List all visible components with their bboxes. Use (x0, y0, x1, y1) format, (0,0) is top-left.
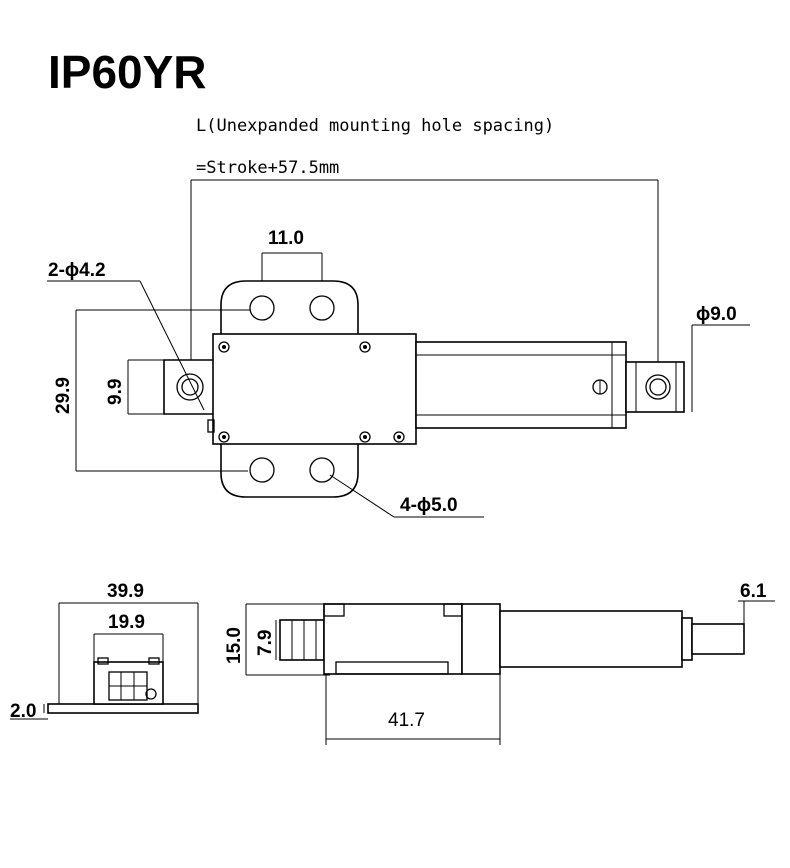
motor-housing (212, 333, 417, 445)
lower-bracket-hole-left (249, 457, 275, 483)
housing-notch (207, 419, 215, 433)
side-rear-tab-label: 7.9 (255, 630, 276, 656)
rod-end-outer-ring (645, 374, 671, 400)
rod-end-hole (649, 378, 667, 396)
lower-bracket-hole-right (309, 457, 335, 483)
rear-tab-outer-ring (176, 373, 204, 401)
side-motor-housing (323, 603, 463, 675)
end-base-plate (47, 703, 199, 714)
side-rod-collar (681, 617, 693, 661)
end-view: 39.9 19.9 2.0 (10, 581, 199, 722)
end-inner-width-label: 19.9 (108, 612, 145, 633)
rear-hole-leader (139, 280, 205, 411)
rear-hole-label: 2-ϕ4.2 (48, 260, 106, 281)
upper-bracket-hole-right (309, 295, 335, 321)
bracket-height-label: 29.9 (53, 377, 74, 414)
side-view: 15.0 7.9 6.1 41.7 (224, 581, 775, 745)
spacing-note-line2: =Stroke+57.5mm (196, 158, 339, 178)
top-view: 11.0 (47, 179, 750, 518)
rod-end-hole-label: ϕ9.0 (696, 304, 737, 325)
side-body-length-label: 41.7 (388, 710, 425, 731)
base-thickness-label: 2.0 (10, 701, 36, 722)
rear-tab-height-label: 9.9 (105, 379, 126, 405)
lower-bracket (220, 443, 359, 498)
side-height-label: 15.0 (224, 627, 245, 664)
bracket-hole-label: 4-ϕ5.0 (400, 495, 458, 516)
side-gear-section (461, 603, 501, 675)
upper-bracket (220, 280, 359, 335)
end-housing (93, 661, 164, 705)
actuator-tube (415, 341, 627, 429)
housing-screws (218, 341, 405, 443)
side-base-slot (335, 661, 449, 675)
side-rod (691, 623, 745, 655)
rod-end (625, 361, 685, 413)
bracket-hole-leader (329, 474, 395, 518)
rod-diameter-label: 6.1 (740, 581, 767, 602)
hole-spacing-label: 11.0 (268, 228, 304, 249)
end-screw (145, 688, 157, 700)
rear-tab-hole (181, 378, 199, 396)
rear-tab (163, 359, 213, 415)
spacing-note-line1: L(Unexpanded mounting hole spacing) (196, 116, 554, 136)
model-title: IP60YR (48, 46, 207, 98)
upper-bracket-hole-left (249, 295, 275, 321)
side-tube (499, 610, 683, 668)
side-rear-tab (279, 619, 325, 661)
end-width-label: 39.9 (107, 581, 144, 602)
